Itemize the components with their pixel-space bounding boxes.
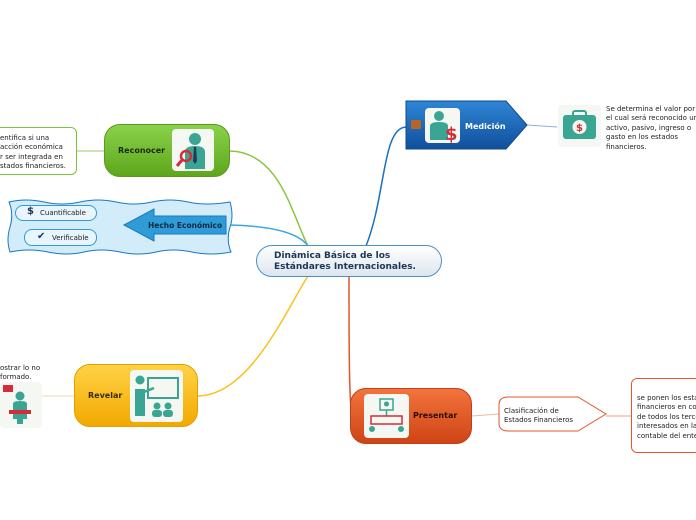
svg-text:$: $	[445, 124, 458, 143]
presentar-note-line: interesados en la	[637, 422, 696, 431]
reconocer-note-line: stados financieros.	[0, 162, 66, 171]
medicion-note-line: gasto en los estados	[606, 133, 679, 142]
revelar-note-line: ostrar lo no	[0, 364, 41, 372]
medicion-note: Se determina el valor por el cual será r…	[606, 105, 696, 152]
presentar-sub-line: Clasificación de	[504, 407, 559, 415]
check-icon: ✔	[37, 231, 46, 242]
revelar-label: Revelar	[88, 391, 123, 400]
medicion-label: Medición	[465, 122, 506, 131]
svg-text:$: $	[576, 123, 583, 134]
central-line-1: Dinámica Básica de los	[274, 251, 391, 261]
presentar-note-line: de todos los terce	[637, 412, 696, 421]
verificable-item[interactable]	[24, 229, 97, 246]
presentar-note-box	[631, 378, 696, 453]
link-medicion	[365, 126, 407, 247]
presentar-label: Presentar	[413, 411, 458, 420]
cuantificable-item[interactable]	[15, 205, 97, 221]
cuantificable-label: Cuantificable	[40, 209, 86, 217]
org-chart-icon	[364, 394, 409, 438]
hecho-label: Hecho Económico	[148, 221, 223, 230]
verificable-label: Verificable	[52, 234, 89, 242]
presentar-sub-line: Estados Financieros	[504, 416, 574, 425]
reconocer-label: Reconocer	[118, 146, 166, 155]
medicion-note-line: financieros.	[606, 142, 647, 151]
revelar-note-line: formado.	[0, 373, 32, 382]
link-hecho	[229, 224, 309, 247]
reconocer-note-box	[0, 127, 77, 175]
reconocer-note-line: acción económica	[0, 143, 63, 152]
medicion-note-line: Se determina el valor por	[606, 105, 696, 113]
reconocer-note-line: r ser integrada en	[0, 152, 63, 161]
link-medicion-note	[526, 124, 558, 128]
presentar-note-line: financieros en co	[637, 403, 696, 412]
link-reconocer	[229, 150, 309, 247]
person-money-icon: $	[425, 108, 460, 145]
person-search-icon	[172, 129, 214, 171]
presentar-note-line: contable del ente	[637, 431, 696, 440]
medicion-note-line: el cual será reconocido un	[606, 114, 696, 123]
link-revelar	[197, 275, 309, 397]
central-line-2: Estándares Internacionales.	[274, 262, 416, 273]
speaker-icon	[0, 382, 42, 428]
central-topic[interactable]	[256, 245, 442, 277]
link-presentar-sub	[471, 413, 500, 417]
hecho-arrow-node[interactable]	[118, 207, 230, 243]
link-presentar	[348, 275, 352, 409]
dollar-icon: $	[27, 206, 34, 217]
money-bag-icon: $	[558, 105, 601, 147]
presentar-sub-label: Clasificación de Estados Financieros	[504, 407, 584, 426]
presentar-sub-node[interactable]	[498, 395, 608, 433]
reconocer-note-line: entifica si una	[0, 134, 50, 142]
revelar-note: ostrar lo no formado.	[0, 364, 50, 383]
presentation-icon	[130, 370, 183, 422]
medicion-note-line: activo, pasivo, ingreso o	[606, 123, 692, 132]
central-topic-label: Dinámica Básica de los Estándares Intern…	[274, 251, 434, 274]
reconocer-note: entifica si una acción económica r ser i…	[0, 134, 75, 172]
presentar-note: se ponen los esta financieros en co de t…	[637, 394, 696, 441]
briefcase-icon	[411, 120, 421, 129]
presentar-note-line: se ponen los esta	[637, 394, 696, 402]
